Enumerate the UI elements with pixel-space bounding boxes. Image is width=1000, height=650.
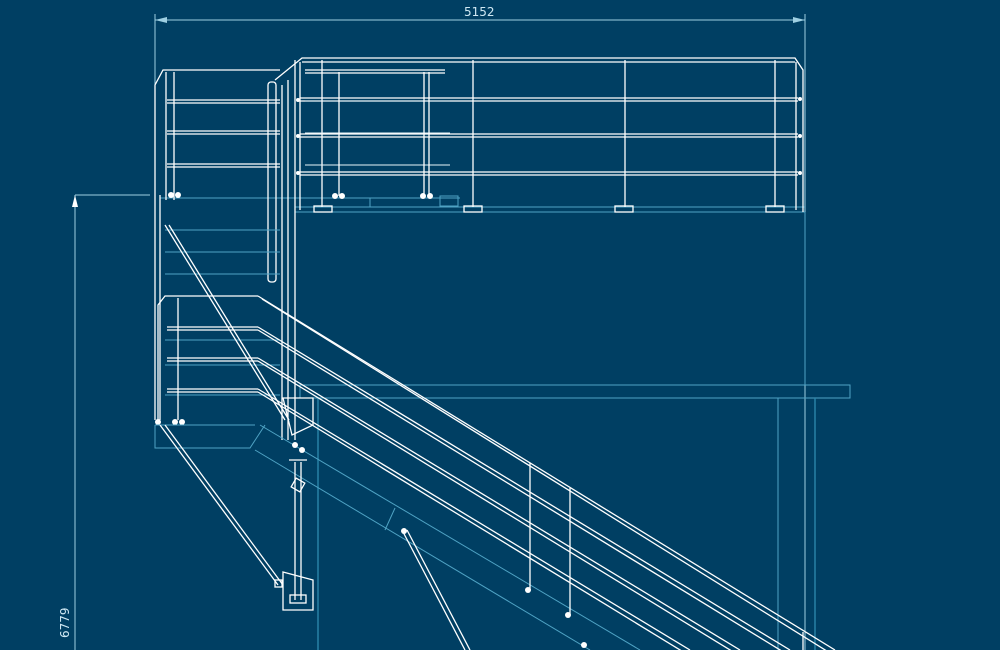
support-column bbox=[159, 397, 471, 650]
mid-landing-handrail bbox=[154, 295, 266, 449]
width-dimension bbox=[154, 14, 806, 650]
left-stair-flight bbox=[154, 195, 290, 421]
lower-stair-flight bbox=[254, 295, 836, 650]
inner-handrail bbox=[305, 69, 450, 199]
width-dimension-label: 5152 bbox=[464, 5, 495, 19]
height-dimension bbox=[72, 194, 150, 650]
left-upper-handrail bbox=[154, 60, 296, 440]
floor-beam bbox=[299, 212, 851, 650]
upper-platform bbox=[160, 57, 805, 213]
